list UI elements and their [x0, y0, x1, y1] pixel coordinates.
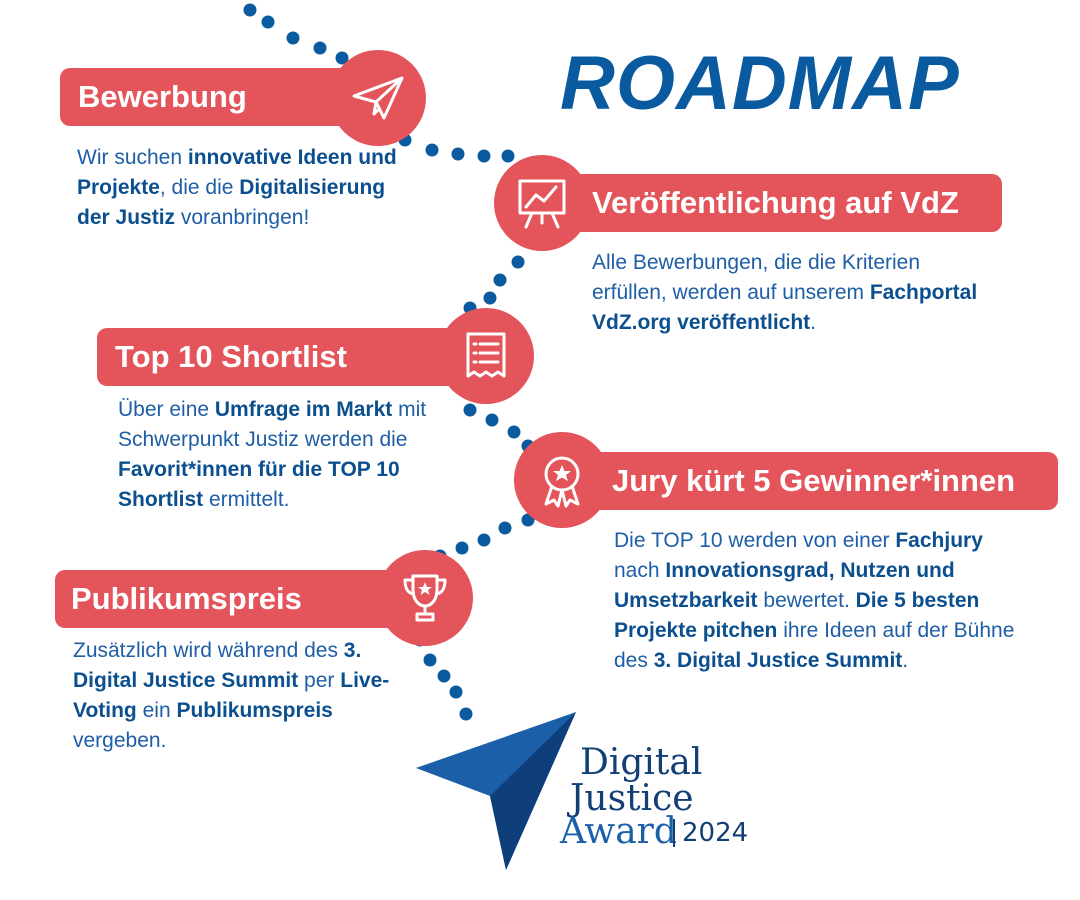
desc-highlight: Digitalisierung der Justiz	[77, 176, 386, 229]
path-dot	[483, 291, 497, 305]
desc-text: Zusätzlich wird während des	[73, 639, 344, 662]
desc-text: Über eine	[118, 398, 215, 421]
desc-text: Die TOP 10 werden von einer	[614, 529, 896, 552]
logo-line-award: Award	[560, 811, 677, 852]
desc-text: .	[902, 649, 909, 672]
desc-text: nach	[614, 559, 666, 582]
path-dot	[449, 685, 463, 699]
step-description: Alle Bewerbungen, die die Kriterien erfü…	[592, 248, 992, 338]
path-dot	[243, 3, 257, 17]
desc-text: Alle Bewerbungen, die die Kriterien erfü…	[592, 251, 921, 304]
desc-text: per	[298, 669, 341, 692]
desc-highlight: Die 5 besten Projekte pitchen	[614, 589, 980, 642]
desc-highlight: Fachjury	[895, 529, 983, 552]
path-dot	[485, 413, 499, 427]
desc-text: , die die	[159, 176, 240, 199]
desc-highlight: Fachportal VdZ.org veröffentlicht	[592, 281, 978, 334]
path-dot	[498, 521, 512, 535]
step-description: Die TOP 10 werden von einer Fachjury nac…	[614, 526, 1034, 676]
logo-line-justice: Justice	[570, 778, 694, 819]
logo-divider	[673, 819, 675, 847]
trophy-icon	[377, 550, 473, 646]
step-heading: Publikumspreis	[55, 570, 433, 628]
presentation-chart-icon	[494, 155, 590, 251]
desc-text: bewertet.	[757, 589, 856, 612]
desc-text: voranbringen!	[175, 206, 310, 229]
paper-plane-icon	[330, 50, 426, 146]
page-title: ROADMAP	[560, 41, 960, 126]
path-dot	[463, 403, 477, 417]
path-dot	[459, 707, 473, 721]
desc-highlight: Live-Voting	[73, 669, 390, 722]
logo-line-digital: Digital	[580, 742, 703, 783]
desc-highlight: innovative Ideen und Projekte	[77, 146, 397, 199]
desc-text: ein	[136, 699, 177, 722]
step-heading: Veröffentlichung auf VdZ	[540, 174, 1002, 232]
receipt-list-icon	[438, 308, 534, 404]
path-dot	[261, 15, 275, 29]
path-dot	[313, 41, 327, 55]
logo-year: 2024	[682, 818, 749, 848]
path-dot	[501, 149, 515, 163]
desc-highlight: 3. Digital Justice Summit	[73, 639, 362, 692]
path-dot	[437, 669, 451, 683]
step-description: Zusätzlich wird während des 3. Digital J…	[73, 636, 413, 756]
step-heading: Bewerbung	[60, 68, 380, 126]
path-dot	[425, 143, 439, 157]
desc-highlight: Innovationsgrad, Nutzen und Umsetzbarkei…	[614, 559, 955, 612]
desc-highlight: 3. Digital Justice Summit	[653, 649, 903, 672]
step-heading: Top 10 Shortlist	[97, 328, 497, 386]
path-dot	[477, 533, 491, 547]
step-description: Wir suchen innovative Ideen und Projekte…	[77, 143, 397, 233]
desc-text: .	[810, 311, 817, 334]
path-dot	[451, 147, 465, 161]
desc-highlight: Favorit*innen für die TOP 10 Shortlist	[118, 458, 400, 511]
desc-highlight: Publikumspreis	[176, 699, 333, 722]
desc-text: Wir suchen	[77, 146, 188, 169]
arrowhead-logo-icon	[416, 712, 576, 870]
desc-text: ihre Ideen auf der Bühne des	[614, 619, 1015, 672]
path-dot	[493, 273, 507, 287]
path-dot	[286, 31, 300, 45]
step-description: Über eine Umfrage im Markt mit Schwerpun…	[118, 395, 478, 515]
path-dot	[455, 541, 469, 555]
desc-text: vergeben.	[73, 729, 167, 752]
desc-text: ermittelt.	[203, 488, 290, 511]
path-dot	[511, 255, 525, 269]
desc-highlight: Umfrage im Markt	[214, 398, 393, 421]
path-dot	[477, 149, 491, 163]
desc-text: mit Schwerpunkt Justiz werden die	[118, 398, 427, 451]
award-rosette-icon	[514, 432, 610, 528]
path-dot	[423, 653, 437, 667]
path-dot	[507, 425, 521, 439]
step-heading: Jury kürt 5 Gewinner*innen	[560, 452, 1058, 510]
